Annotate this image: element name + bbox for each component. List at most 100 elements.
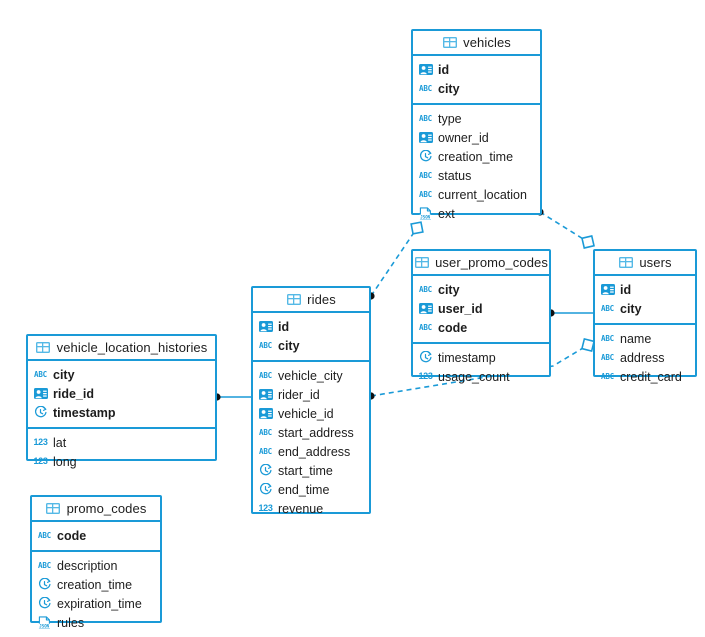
field-row[interactable]: id [253,317,369,336]
field-name: status [438,168,472,183]
abc-text-icon: ABC [418,321,433,335]
table-grid-icon [442,36,457,50]
field-row[interactable]: id [413,60,540,79]
123-number-icon: 123 [258,502,273,516]
abc-text-icon: ABC [418,283,433,297]
field-name: code [438,320,468,335]
field-row[interactable]: expiration_time [32,594,160,613]
table-grid-icon [36,341,51,355]
abc-glyph: ABC [38,530,51,540]
relationship-line [539,211,589,243]
abc-glyph: ABC [259,370,272,380]
abc-glyph: ABC [419,284,432,294]
primary-key-section-vehicle_location_histories: ABC city ride_id timestamp [28,361,215,429]
abc-glyph: ABC [419,170,432,180]
field-name: description [57,558,118,573]
field-name: rider_id [278,387,320,402]
field-row[interactable]: timestamp [28,403,215,422]
field-row[interactable]: ABC vehicle_city [253,366,369,385]
field-name: expiration_time [57,596,142,611]
field-name: user_id [438,301,483,316]
table-header-rides[interactable]: rides [253,288,369,313]
field-row[interactable]: vehicle_id [253,404,369,423]
field-row[interactable]: ABC status [413,166,540,185]
field-row[interactable]: owner_id [413,128,540,147]
field-row[interactable]: ABC description [32,556,160,575]
svg-text:JSON: JSON [420,214,430,219]
field-row[interactable]: id [595,280,695,299]
field-row[interactable]: ride_id [28,384,215,403]
clock-icon [258,483,273,497]
abc-text-icon: ABC [37,529,52,543]
field-row[interactable]: ABC code [32,526,160,545]
123-number-icon: 123 [418,370,433,384]
field-name: code [57,528,87,543]
field-row[interactable]: user_id [413,299,549,318]
field-row[interactable]: start_time [253,461,369,480]
abc-text-icon: ABC [37,559,52,573]
abc-glyph: ABC [419,83,432,93]
field-name: usage_count [438,369,510,384]
field-row[interactable]: timestamp [413,348,549,367]
table-grid-icon [618,256,633,270]
relationship-user_promo_codes-to-users[interactable] [547,309,593,317]
field-name: city [438,81,460,96]
field-row[interactable]: ABC city [413,79,540,98]
field-name: city [53,367,75,382]
table-header-vehicles[interactable]: vehicles [413,31,540,56]
field-name: timestamp [53,405,116,420]
clock-icon [418,150,433,164]
field-row[interactable]: ABC city [28,365,215,384]
field-name: vehicle_id [278,406,334,421]
abc-glyph: ABC [601,333,614,343]
number-glyph: 123 [258,503,273,513]
table-title-vehicle_location_histories: vehicle_location_histories [56,340,208,355]
field-row[interactable]: end_time [253,480,369,499]
clock-icon [37,597,52,611]
id-badge-icon [33,387,48,401]
table-title-user_promo_codes: user_promo_codes [435,255,548,270]
field-name: rules [57,615,85,630]
field-row[interactable]: rider_id [253,385,369,404]
field-row[interactable]: creation_time [32,575,160,594]
table-header-user_promo_codes[interactable]: user_promo_codes [413,251,549,276]
field-row[interactable]: creation_time [413,147,540,166]
table-header-promo_codes[interactable]: promo_codes [32,497,160,522]
table-header-vehicle_location_histories[interactable]: vehicle_location_histories [28,336,215,361]
abc-glyph: ABC [259,427,272,437]
table-header-users[interactable]: users [595,251,695,276]
abc-text-icon: ABC [33,368,48,382]
relationship-vehicles-to-users[interactable] [536,208,595,249]
abc-text-icon: ABC [418,188,433,202]
field-name: creation_time [57,577,133,592]
field-name: vehicle_city [278,368,343,383]
field-row[interactable]: 123 usage_count [413,367,549,386]
relationship-vehicle_location_histories-to-rides[interactable] [213,393,251,401]
abc-text-icon: ABC [258,426,273,440]
field-row[interactable]: ABC code [413,318,549,337]
